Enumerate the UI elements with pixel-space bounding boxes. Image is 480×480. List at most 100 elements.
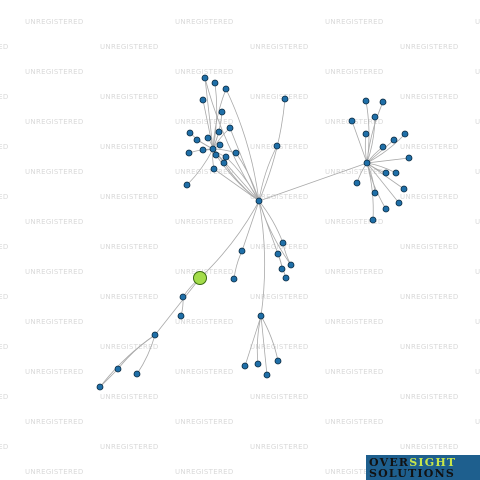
graph-node[interactable] [254, 360, 262, 368]
watermark-text: UNREGISTERED [250, 193, 309, 201]
graph-node[interactable] [274, 250, 282, 258]
graph-node[interactable] [210, 165, 218, 173]
graph-node[interactable] [278, 265, 286, 273]
graph-node[interactable] [257, 312, 265, 320]
watermark-text: UNREGISTERED [250, 343, 309, 351]
graph-edge [366, 116, 376, 164]
graph-node[interactable] [382, 169, 390, 177]
graph-node[interactable] [392, 169, 400, 177]
graph-node[interactable] [363, 159, 371, 167]
watermark-text: UNREGISTERED [175, 268, 234, 276]
graph-node[interactable] [274, 357, 282, 365]
graph-node[interactable] [400, 185, 408, 193]
watermark-text: UNREGISTERED [0, 143, 9, 151]
watermark-text: UNREGISTERED [475, 268, 480, 276]
graph-node[interactable] [241, 362, 249, 370]
graph-node[interactable] [201, 74, 209, 82]
graph-node[interactable] [279, 239, 287, 247]
graph-node[interactable] [281, 95, 289, 103]
graph-node[interactable] [211, 79, 219, 87]
graph-node[interactable] [212, 151, 220, 159]
watermark-text: UNREGISTERED [25, 218, 84, 226]
focus-node[interactable] [193, 271, 207, 285]
graph-node[interactable] [390, 136, 398, 144]
graph-edge [199, 200, 260, 279]
graph-node[interactable] [369, 216, 377, 224]
watermark-text: UNREGISTERED [175, 418, 234, 426]
graph-node[interactable] [287, 261, 295, 269]
watermark-text: UNREGISTERED [325, 18, 384, 26]
watermark-text: UNREGISTERED [325, 368, 384, 376]
graph-node[interactable] [273, 142, 281, 150]
graph-node[interactable] [185, 149, 193, 157]
graph-node[interactable] [218, 108, 226, 116]
watermark-text: UNREGISTERED [25, 418, 84, 426]
graph-node[interactable] [215, 128, 223, 136]
graph-edge [258, 200, 292, 266]
graph-node[interactable] [371, 189, 379, 197]
watermark-text: UNREGISTERED [325, 218, 384, 226]
watermark-text: UNREGISTERED [0, 243, 9, 251]
graph-node[interactable] [179, 293, 187, 301]
graph-edge [260, 315, 279, 362]
graph-node[interactable] [193, 136, 201, 144]
watermark-text: UNREGISTERED [400, 93, 459, 101]
graph-node[interactable] [379, 143, 387, 151]
graph-node[interactable] [151, 331, 159, 339]
graph-node[interactable] [282, 274, 290, 282]
watermark-text: UNREGISTERED [475, 168, 480, 176]
graph-node[interactable] [263, 371, 271, 379]
watermark-text: UNREGISTERED [0, 293, 9, 301]
watermark-text: UNREGISTERED [100, 393, 159, 401]
graph-edge [366, 133, 406, 164]
graph-node[interactable] [382, 205, 390, 213]
graph-node[interactable] [371, 113, 379, 121]
graph-node[interactable] [401, 130, 409, 138]
graph-node[interactable] [379, 98, 387, 106]
graph-node[interactable] [199, 146, 207, 154]
graph-node[interactable] [395, 199, 403, 207]
graph-node[interactable] [230, 275, 238, 283]
graph-node[interactable] [405, 154, 413, 162]
graph-node[interactable] [255, 197, 263, 205]
graph-node[interactable] [114, 365, 122, 373]
graph-node[interactable] [186, 129, 194, 137]
watermark-text: UNREGISTERED [325, 168, 384, 176]
graph-node[interactable] [216, 141, 224, 149]
graph-node[interactable] [96, 383, 104, 391]
watermark-text: UNREGISTERED [325, 68, 384, 76]
graph-node[interactable] [220, 159, 228, 167]
graph-node[interactable] [362, 130, 370, 138]
graph-node[interactable] [238, 247, 246, 255]
watermark-text: UNREGISTERED [25, 268, 84, 276]
graph-node[interactable] [199, 96, 207, 104]
graph-edge [366, 139, 395, 164]
graph-node[interactable] [177, 312, 185, 320]
graph-edge [258, 200, 266, 317]
graph-node[interactable] [222, 153, 230, 161]
graph-node[interactable] [204, 134, 212, 142]
graph-node[interactable] [183, 181, 191, 189]
watermark-text: UNREGISTERED [400, 393, 459, 401]
graph-edge [215, 154, 260, 202]
watermark-text: UNREGISTERED [475, 18, 480, 26]
graph-node[interactable] [362, 97, 370, 105]
graph-node[interactable] [232, 149, 240, 157]
watermark-text: UNREGISTERED [0, 343, 9, 351]
graph-edge [258, 200, 284, 244]
graph-node[interactable] [226, 124, 234, 132]
watermark-text: UNREGISTERED [25, 468, 84, 476]
graph-edge [212, 82, 218, 150]
graph-edge [235, 152, 260, 202]
watermark-text: UNREGISTERED [475, 418, 480, 426]
graph-node[interactable] [222, 85, 230, 93]
graph-node[interactable] [133, 370, 141, 378]
watermark-text: UNREGISTERED [475, 118, 480, 126]
graph-node[interactable] [209, 145, 217, 153]
watermark-text: UNREGISTERED [325, 268, 384, 276]
watermark-text: UNREGISTERED [400, 343, 459, 351]
graph-node[interactable] [353, 179, 361, 187]
graph-edge [366, 157, 410, 164]
graph-node[interactable] [348, 117, 356, 125]
